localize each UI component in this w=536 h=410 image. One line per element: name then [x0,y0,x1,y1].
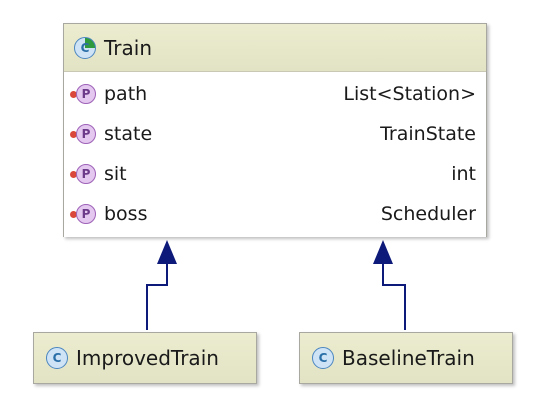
member-row-sit[interactable]: P sit int [64,154,486,194]
property-letter: P [76,204,96,224]
member-type: List<Station> [343,83,476,105]
property-icon: P [70,164,96,184]
member-name: sit [104,163,127,185]
improved-arrowhead [157,240,177,264]
train-class-header[interactable]: C Train [64,24,486,72]
member-type: TrainState [380,123,476,145]
private-visibility-icon [70,90,77,98]
class-icon: C [312,347,334,369]
class-icon: C [46,347,68,369]
private-visibility-icon [70,210,77,218]
property-letter: P [76,164,96,184]
abstract-class-icon: C [74,36,96,59]
private-visibility-icon [70,170,77,178]
improvedtrain-class-name: ImprovedTrain [76,346,219,370]
property-letter: P [76,124,96,144]
train-class-node[interactable]: C Train P path List<Station> P state Tra… [63,23,487,237]
baselinetrain-class-name: BaselineTrain [342,346,475,370]
private-visibility-icon [70,130,77,138]
improvedtrain-class-node[interactable]: C ImprovedTrain [33,332,257,384]
baseline-arrowhead [373,240,393,264]
property-letter: P [76,84,96,104]
train-members-list: P path List<Station> P state TrainState … [64,72,486,237]
member-row-boss[interactable]: P boss Scheduler [64,194,486,234]
baseline-to-train-arrow [382,254,406,330]
property-icon: P [70,204,96,224]
improved-to-train-arrow [146,254,168,330]
member-row-path[interactable]: P path List<Station> [64,74,486,114]
property-icon: P [70,84,96,104]
member-row-state[interactable]: P state TrainState [64,114,486,154]
member-type: Scheduler [380,203,476,225]
member-name: state [104,123,153,145]
property-icon: P [70,124,96,144]
member-name: path [104,83,148,105]
baselinetrain-class-node[interactable]: C BaselineTrain [299,332,513,384]
train-class-name: Train [104,35,152,60]
member-type: int [451,163,476,185]
member-name: boss [104,203,148,225]
